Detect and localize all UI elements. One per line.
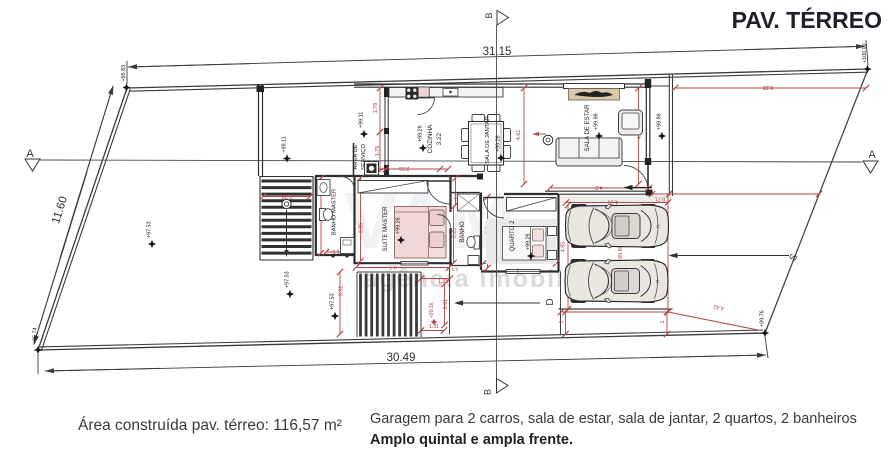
svg-text:1.75: 1.75 [375, 146, 381, 157]
svg-text:+95.83: +95.83 [121, 65, 127, 82]
svg-text:SERVIÇO: SERVIÇO [361, 144, 367, 170]
svg-text:+99.11: +99.11 [359, 112, 365, 128]
svg-text:+99.26: +99.26 [526, 233, 532, 250]
svg-text:COZINHA: COZINHA [427, 124, 434, 153]
svg-text:+99.16: +99.16 [429, 302, 435, 318]
svg-text:A: A [868, 149, 876, 161]
svg-text:1.6: 1.6 [332, 248, 339, 254]
svg-text:+97.53: +97.53 [285, 271, 291, 288]
svg-text:B: B [483, 389, 493, 395]
svg-text:+100.00: +100.00 [862, 43, 868, 63]
svg-text:n: n [655, 280, 661, 283]
svg-text:+99.76: +99.76 [760, 310, 766, 327]
svg-text:1: 1 [660, 321, 666, 324]
svg-text:BANHO MASTER: BANHO MASTER [332, 189, 338, 235]
svg-text:1.6: 1.6 [454, 192, 460, 199]
svg-text:Amplo quintal e ampla frente.: Amplo quintal e ampla frente. [370, 432, 573, 448]
svg-text:8.28: 8.28 [763, 84, 774, 90]
svg-text:+97.53: +97.53 [147, 221, 153, 238]
svg-text:S: S [787, 252, 800, 264]
svg-text:3.22: 3.22 [436, 132, 443, 145]
svg-text:D: D [545, 298, 556, 305]
svg-text:1.31: 1.31 [429, 324, 439, 330]
svg-text:A: A [26, 148, 34, 160]
svg-text:PAV. TÉRREO: PAV. TÉRREO [732, 6, 882, 33]
svg-text:30.49: 30.49 [387, 352, 416, 364]
svg-text:AREA DE: AREA DE [353, 144, 359, 169]
svg-text:+95.74: +95.74 [33, 327, 39, 344]
svg-text:3: 3 [517, 267, 520, 273]
svg-text:4.61: 4.61 [516, 130, 522, 141]
svg-text:BANHO: BANHO [460, 221, 466, 243]
svg-text:Garagem para 2 carros, sala de: Garagem para 2 carros, sala de estar, sa… [370, 411, 857, 427]
svg-text:n: n [656, 225, 662, 228]
svg-text:+99.26: +99.26 [418, 125, 424, 142]
svg-text:1: 1 [559, 321, 565, 324]
svg-text:1.31: 1.31 [438, 279, 448, 285]
svg-text:4.85: 4.85 [561, 242, 567, 253]
svg-text:+99.80: +99.80 [618, 245, 624, 262]
svg-text:SALA DE ESTAR: SALA DE ESTAR [584, 104, 591, 152]
svg-text:2.25: 2.25 [452, 228, 458, 238]
svg-text:+99.86: +99.86 [657, 113, 663, 130]
svg-text:1.3: 1.3 [451, 266, 458, 272]
svg-text:4.2: 4.2 [595, 184, 603, 190]
svg-text:+97.53: +97.53 [330, 293, 336, 310]
svg-text:3.7: 3.7 [389, 264, 397, 270]
svg-text:2.55: 2.55 [399, 165, 410, 171]
svg-text:4.55: 4.55 [608, 199, 619, 205]
svg-text:SALA DE JANTAR: SALA DE JANTAR [485, 116, 491, 164]
svg-text:31.15: 31.15 [483, 46, 512, 58]
svg-text:0.71: 0.71 [655, 196, 666, 202]
svg-text:2.23: 2.23 [282, 193, 293, 199]
svg-text:4.42: 4.42 [713, 303, 725, 311]
svg-text:2.61: 2.61 [443, 299, 449, 309]
svg-text:3.31: 3.31 [339, 286, 345, 297]
svg-text:1.78: 1.78 [373, 103, 379, 114]
svg-text:QUARTO 2: QUARTO 2 [509, 220, 516, 252]
svg-text:3.85: 3.85 [359, 223, 365, 234]
svg-text:SUITE MASTER: SUITE MASTER [382, 206, 389, 252]
svg-text:B: B [484, 12, 494, 18]
svg-text:Área construída pav. térreo: 1: Área construída pav. térreo: 116,57 m² [78, 417, 342, 434]
svg-text:+99.98: +99.98 [594, 113, 600, 130]
svg-text:+99.26: +99.26 [396, 217, 402, 234]
svg-text:+99.26: +99.26 [496, 135, 502, 152]
svg-text:+99.11: +99.11 [282, 136, 288, 152]
